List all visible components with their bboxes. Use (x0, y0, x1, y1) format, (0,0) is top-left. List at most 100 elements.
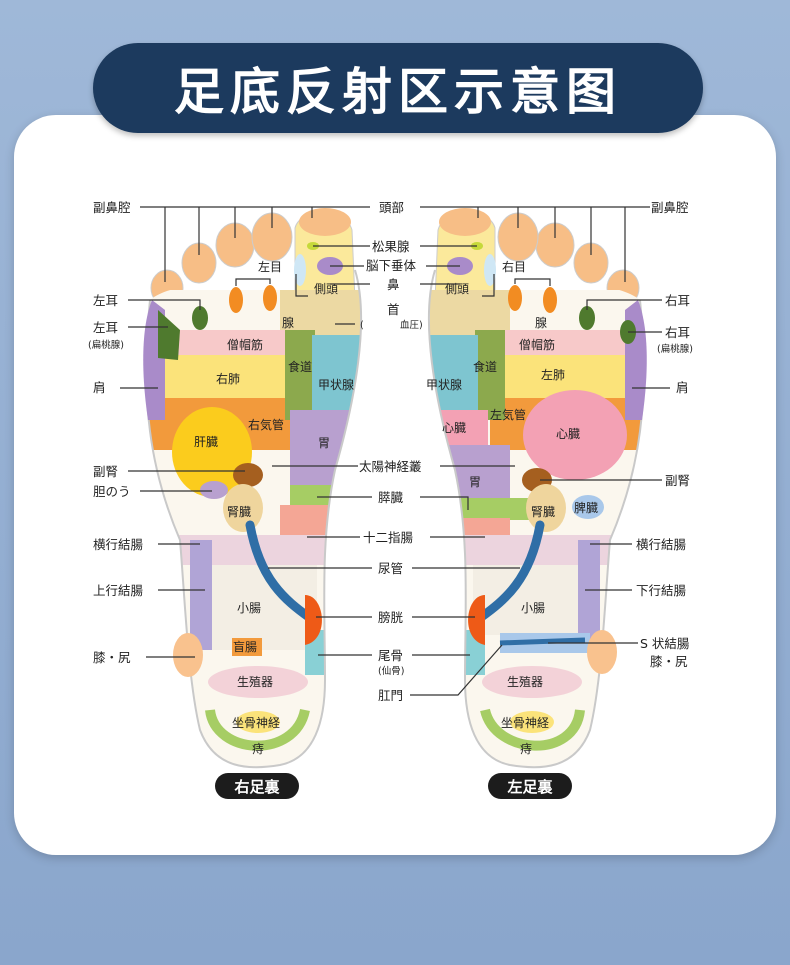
esophagus-zone (285, 330, 315, 420)
zone-left-eye: 左目 (258, 259, 282, 274)
eye-right-b (543, 287, 557, 313)
ear-zone-green (158, 310, 180, 360)
zone-right-bronchus: 右気管 (248, 417, 284, 432)
label-right-ear-a: 右耳 (665, 293, 690, 308)
label-pineal: 松果腺 (372, 239, 410, 254)
zone-trapezius-r: 僧帽筋 (227, 337, 263, 352)
label-neck: 首 (387, 302, 400, 317)
cecum-zone (232, 638, 262, 656)
zone-labels: 左目 右目 側頭 側頭 腺 腺 僧帽筋 僧帽筋 食道 食道 右肺 左肺 甲状腺 … (194, 259, 598, 756)
kidney-zone (223, 484, 263, 532)
zone-cecum: 盲腸 (233, 639, 257, 654)
label-transverse-colon-r: 横行結腸 (93, 537, 144, 552)
zone-stomach-l: 胃 (469, 475, 481, 489)
zone-gland-l: 腺 (535, 316, 547, 330)
label-adrenal-r: 副腎 (93, 464, 118, 479)
zone-esophagus-l: 食道 (473, 359, 497, 374)
gallbladder-zone (200, 481, 228, 499)
neck-zone (280, 290, 360, 335)
trapezius-zone (160, 330, 290, 358)
zone-thyroid-r: 甲状腺 (318, 378, 354, 392)
zone-genital-r: 生殖器 (237, 674, 273, 689)
label-left-ear-b: 左耳 (93, 320, 118, 335)
zone-esophagus-r: 食道 (288, 359, 312, 374)
bladder-zone (305, 595, 322, 645)
label-sacrum: (仙骨) (378, 665, 404, 677)
label-gallbladder: 胆のう (93, 484, 131, 499)
pancreas-zone (290, 485, 360, 507)
big-toe-tip (439, 208, 491, 236)
label-transverse-colon-l: 横行結腸 (636, 537, 687, 552)
zone-right-lung: 右肺 (216, 371, 240, 386)
label-shoulder-r: 肩 (93, 380, 106, 395)
label-right-ear-b: 右耳 (665, 325, 690, 340)
spleen-zone (572, 495, 604, 519)
zone-left-lung: 左肺 (541, 367, 565, 382)
sciatic-zone (205, 708, 310, 751)
zone-sciatic-r: 坐骨神経 (232, 716, 280, 730)
sinus-side (294, 254, 306, 286)
diagram-card (14, 115, 776, 855)
sciatic-center (510, 711, 554, 733)
label-duodenum: 十二指腸 (363, 530, 414, 545)
zone-hemorrhoid-l: 痔 (520, 741, 532, 756)
zone-temporal-r: 側頭 (314, 282, 338, 296)
right-foot (143, 208, 363, 769)
right-foot-caption-bg (215, 773, 299, 799)
trapezius-zone (500, 330, 630, 358)
ureter-line (245, 520, 315, 623)
sigmoid-line (499, 637, 586, 646)
zone-right-eye: 右目 (502, 259, 526, 274)
eye-right-a (508, 285, 522, 311)
eye-left-b (263, 285, 277, 311)
eye-left-a (229, 287, 243, 313)
label-ascending-colon: 上行結腸 (93, 583, 144, 598)
label-left-ear-a: 左耳 (93, 293, 118, 308)
ear-dot (579, 306, 595, 330)
right-foot-outline (145, 269, 363, 769)
zone-gland-r: 腺 (282, 316, 294, 330)
genital-zone (482, 666, 582, 698)
label-pituitary: 脳下垂体 (366, 258, 417, 273)
esophagus-zone (475, 330, 505, 420)
bladder-zone (468, 595, 485, 645)
label-pancreas: 膵臓 (378, 490, 404, 505)
kidney-zone (526, 484, 566, 532)
callout-labels: 副鼻腔 副鼻腔 頭部 松果腺 脳下垂体 鼻 首 ( 血圧) 左耳 左耳 (扁桃腺… (88, 200, 693, 703)
left-foot-outline (427, 269, 645, 769)
right-lung-zone (150, 355, 290, 400)
liver-zone (172, 407, 252, 497)
adrenal-zone (233, 463, 263, 487)
left-foot-caption-bg (488, 773, 572, 799)
ureter-line (475, 520, 545, 623)
label-nose: 鼻 (387, 277, 400, 292)
genital-zone (208, 666, 308, 698)
label-adrenal-l: 副腎 (665, 473, 690, 488)
sciatic-center (236, 711, 280, 733)
zone-liver: 肝臓 (194, 435, 218, 449)
thyroid-zone (312, 335, 362, 415)
label-solar-plexus: 太陽神経叢 (359, 459, 422, 474)
label-bladder: 膀胱 (378, 610, 404, 625)
knee-zone (173, 633, 203, 677)
label-shoulder-l: 肩 (676, 380, 689, 395)
zone-trapezius-l: 僧帽筋 (519, 337, 555, 352)
label-descending-colon: 下行結腸 (636, 583, 687, 598)
label-anus: 肛門 (378, 688, 403, 703)
right-foot-caption: 右足裏 (234, 778, 280, 796)
leader-lines (120, 206, 670, 696)
foot-captions: 右足裏 左足裏 (215, 773, 572, 799)
zone-left-bronchus: 左気管 (490, 407, 526, 422)
zone-spleen: 脾臓 (574, 500, 598, 515)
label-head: 頭部 (379, 200, 404, 215)
zone-kidney-r: 腎臓 (227, 505, 251, 519)
knee-zone (587, 630, 617, 674)
sinus-side (484, 254, 496, 286)
big-toe-tip (299, 208, 351, 236)
neck-zone (430, 290, 510, 335)
zone-sciatic-l: 坐骨神経 (501, 716, 549, 730)
label-ureter: 尿管 (378, 561, 403, 576)
title-banner: 足底反射区示意图 (93, 43, 703, 133)
stomach-zone (430, 445, 510, 500)
label-knee-l: 膝・尻 (650, 654, 688, 669)
